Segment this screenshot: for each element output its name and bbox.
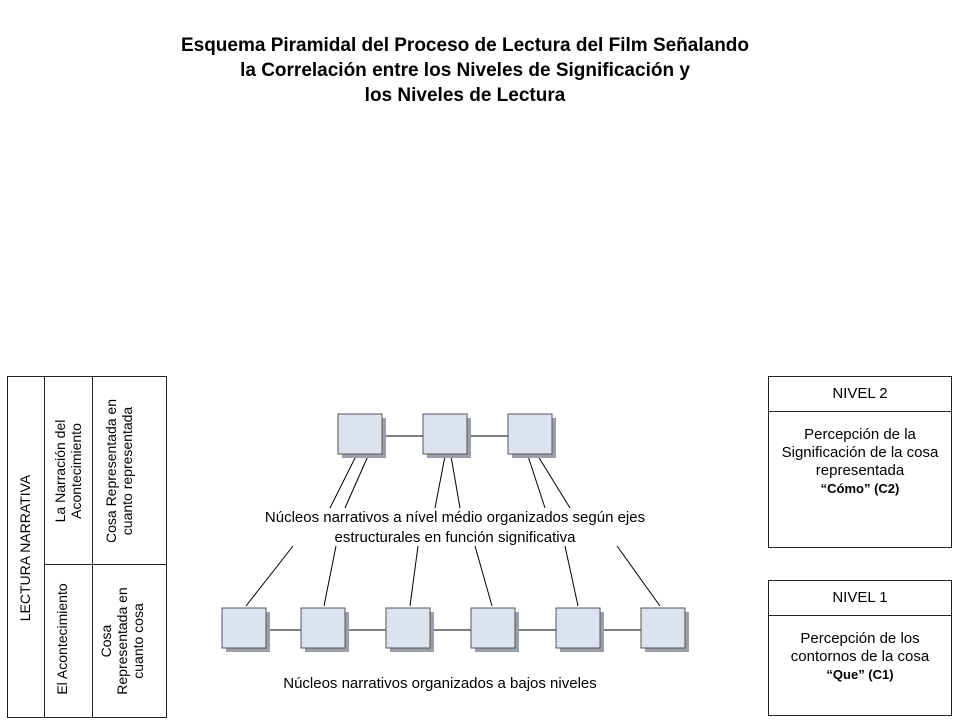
connector-line [434, 455, 446, 509]
reading-levels-table: LECTURA NARRATIVA La Narración del Acont… [7, 376, 167, 718]
upper-tier-label: Núcleos narrativos a nível médio organiz… [220, 508, 690, 548]
connector-line [474, 545, 493, 607]
node-group [221, 413, 689, 652]
title-line-1: Esquema Piramidal del Proceso de Lectura… [180, 35, 750, 56]
table-divider [92, 377, 93, 717]
nivel-1-box: NIVEL 1 Percepción de los contornos de l… [768, 580, 952, 716]
connector-line [450, 455, 461, 509]
connector-line [245, 545, 294, 607]
connector-line [329, 455, 357, 509]
upper-node-2 [422, 413, 471, 458]
title-line-3: los Niveles de Lectura [364, 85, 566, 106]
upper-node-3 [507, 413, 556, 458]
table-divider [44, 564, 166, 565]
connector-line [344, 455, 369, 509]
table-divider [44, 377, 45, 717]
lower-node-6 [640, 607, 689, 652]
upper-tier-label-line-2: estructurales en función significativa [334, 529, 576, 546]
nivel-2-header: NIVEL 2 [769, 377, 951, 412]
connector-line [616, 545, 661, 607]
lower-node-3 [385, 607, 434, 652]
nivel-2-line-3: representada [815, 462, 905, 479]
lower-node-4 [470, 607, 519, 652]
connector-line [527, 455, 546, 509]
nivel-2-box: NIVEL 2 Percepción de la Significación d… [768, 376, 952, 548]
nivel-2-line-2: Significación de la cosa [781, 444, 939, 461]
nivel-2-line-1: Percepción de la [804, 426, 916, 443]
title-line-2: la Correlación entre los Niveles de Sign… [240, 60, 690, 81]
lower-node-2 [300, 607, 349, 652]
nivel-1-code: “Que” (C1) [826, 667, 894, 682]
connector-lines [245, 435, 661, 631]
nivel-1-line-1: Percepción de los [800, 630, 920, 647]
connector-line [409, 545, 419, 607]
lower-node-1 [221, 607, 270, 652]
nivel-1-header: NIVEL 1 [769, 581, 951, 616]
connector-line [323, 545, 337, 607]
upper-tier-label-line-1: Núcleos narrativos a nível médio organiz… [264, 509, 646, 526]
connector-line [564, 545, 579, 607]
connector-line [537, 455, 571, 509]
nivel-2-code: “Cómo” (C2) [820, 481, 900, 496]
lower-node-5 [555, 607, 604, 652]
nivel-1-line-2: contornos de la cosa [790, 648, 930, 665]
upper-node-1 [337, 413, 386, 458]
diagram-title: Esquema Piramidal del Proceso de Lectura… [130, 33, 800, 108]
lower-tier-label: Núcleos narrativos organizados a bajos n… [283, 675, 597, 692]
